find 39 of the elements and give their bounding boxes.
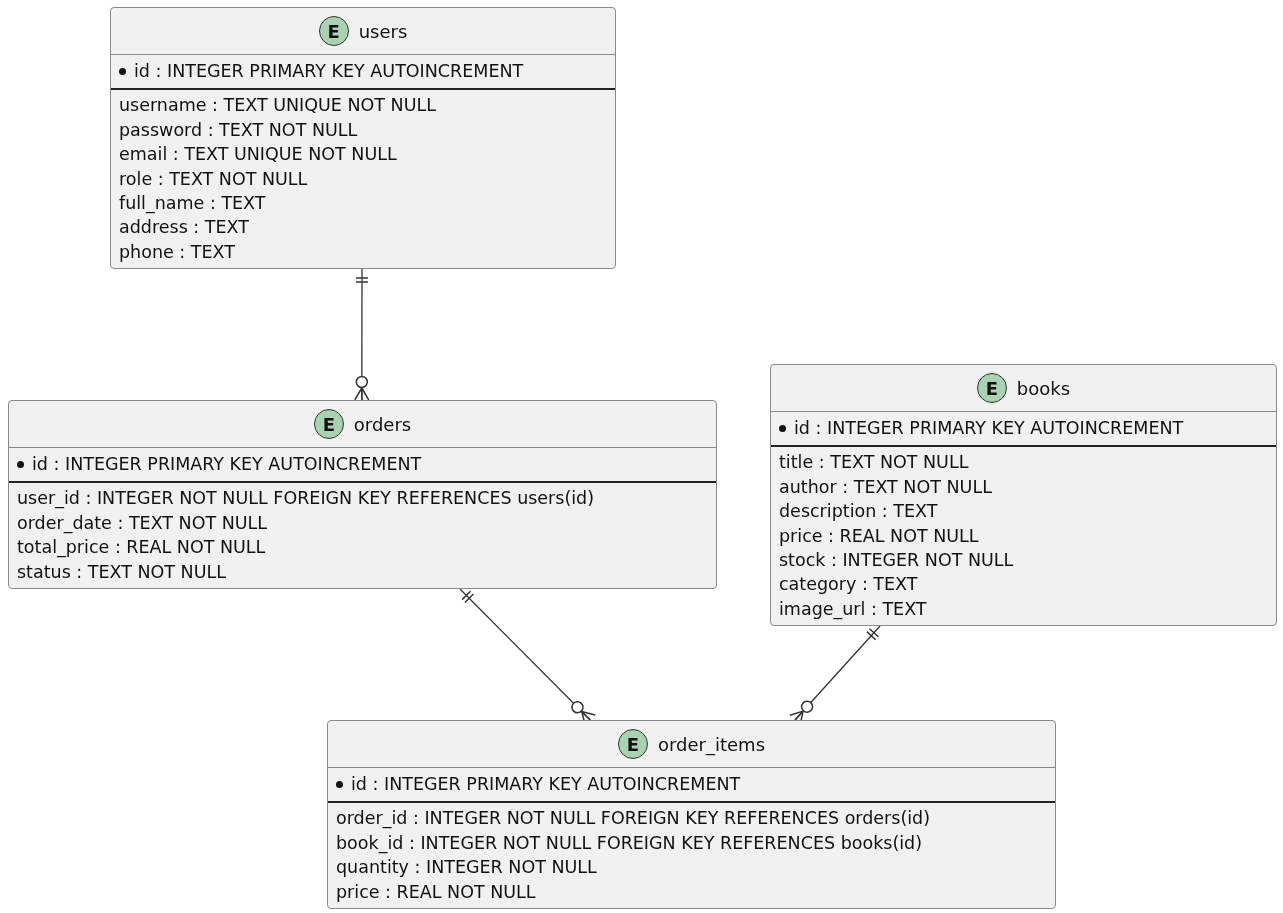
entity-name: books — [1016, 377, 1071, 399]
attribute-field: address : TEXT — [119, 215, 607, 240]
attribute-field: password : TEXT NOT NULL — [119, 117, 607, 143]
entity-box — [110, 7, 616, 270]
attribute-field: role : TEXT NOT NULL — [119, 166, 607, 192]
attribute-field: price : REAL NOT NULL — [779, 523, 1268, 549]
entity-badge: E — [313, 409, 344, 439]
attribute-field: email : TEXT UNIQUE NOT NULL — [119, 142, 607, 167]
attribute-field: user_id : INTEGER NOT NULL FOREIGN KEY REFERENCES users(id) — [17, 486, 708, 511]
primary-key-field: id : INTEGER PRIMARY KEY AUTOINCREMENT — [351, 772, 741, 797]
entity-box — [770, 364, 1277, 627]
entity-box — [8, 400, 717, 590]
attribute-field: description : TEXT — [779, 499, 1268, 524]
primary-key-field: id : INTEGER PRIMARY KEY AUTOINCREMENT — [794, 416, 1184, 441]
entity-name: orders — [353, 413, 412, 435]
attribute-field: username : TEXT UNIQUE NOT NULL — [119, 93, 607, 118]
entity-name: users — [358, 20, 408, 42]
attribute-field: order_id : INTEGER NOT NULL FOREIGN KEY REFERENCES orders(id) — [336, 806, 1047, 831]
attribute-field: order_date : TEXT NOT NULL — [17, 510, 708, 536]
entity-badge: E — [976, 373, 1007, 403]
primary-key-field: id : INTEGER PRIMARY KEY AUTOINCREMENT — [32, 452, 422, 477]
attribute-field: price : REAL NOT NULL — [336, 879, 1047, 905]
attribute-field: image_url : TEXT — [779, 596, 1268, 622]
entity-badge: E — [617, 729, 648, 759]
entity-name: order_items — [657, 733, 765, 755]
entity-badge: E — [318, 16, 349, 46]
attribute-field: phone : TEXT — [119, 239, 607, 265]
attribute-field: title : TEXT NOT NULL — [779, 450, 1268, 475]
attribute-field: book_id : INTEGER NOT NULL FOREIGN KEY REFERENCES books(id) — [336, 830, 1047, 856]
primary-key-field: id : INTEGER PRIMARY KEY AUTOINCREMENT — [134, 59, 524, 84]
attribute-field: status : TEXT NOT NULL — [17, 559, 708, 585]
attribute-field: total_price : REAL NOT NULL — [17, 535, 708, 560]
relationship-line — [354, 268, 370, 401]
attribute-field: stock : INTEGER NOT NULL — [779, 548, 1268, 573]
entity-box — [327, 720, 1056, 910]
attribute-field: author : TEXT NOT NULL — [779, 474, 1268, 500]
attribute-field: full_name : TEXT — [119, 191, 607, 216]
attribute-field: quantity : INTEGER NOT NULL — [336, 855, 1047, 880]
attribute-field: category : TEXT — [779, 572, 1268, 597]
